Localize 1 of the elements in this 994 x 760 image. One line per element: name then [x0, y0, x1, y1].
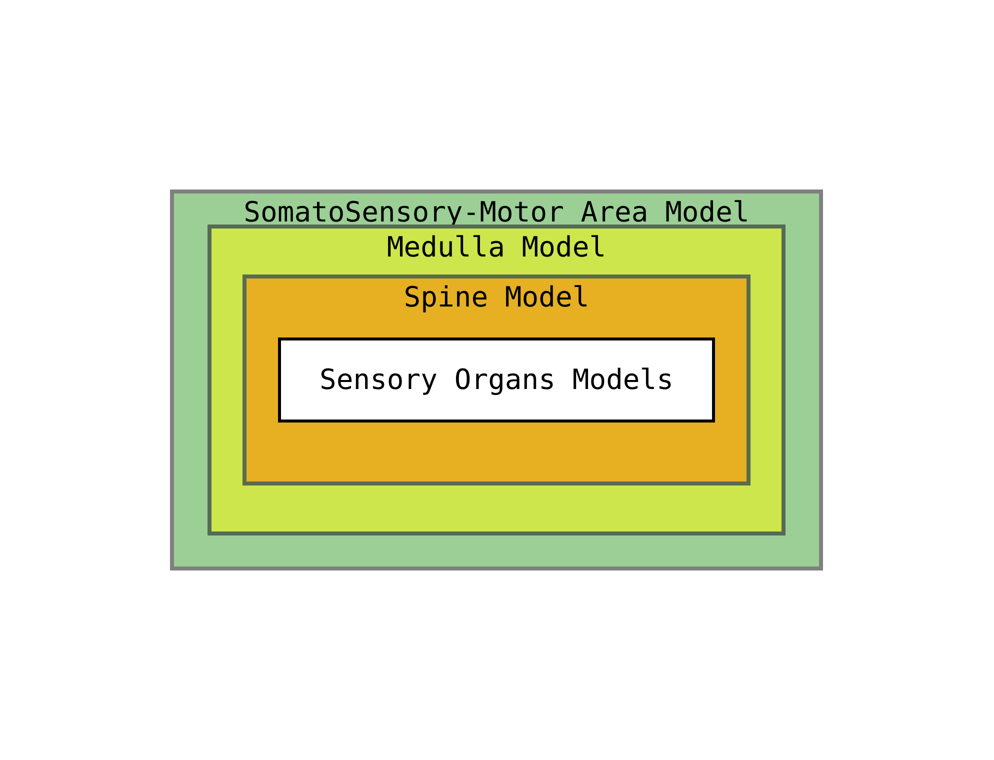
node-box: Sensory Organs Models: [278, 338, 716, 422]
